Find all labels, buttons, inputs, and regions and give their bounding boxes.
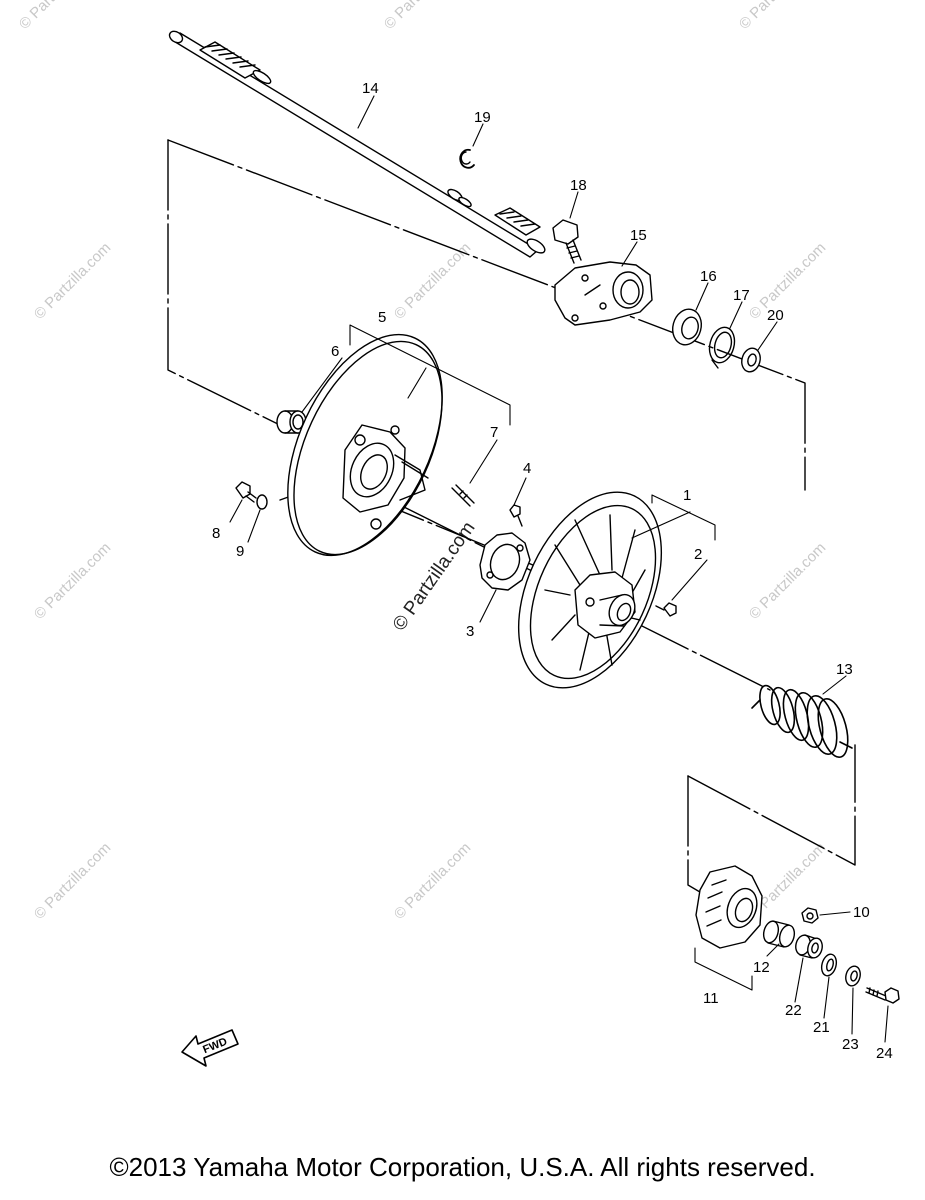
label-1: 1	[683, 487, 691, 504]
collar-22	[795, 934, 823, 959]
bolt-4	[509, 504, 523, 527]
shaft	[168, 30, 546, 258]
washer-20	[741, 347, 761, 373]
fwd-arrow	[181, 1029, 239, 1067]
label-17: 17	[733, 287, 750, 304]
watermark: © Partzilla.com	[736, 0, 819, 33]
label-9: 9	[236, 543, 244, 560]
label-13: 13	[836, 661, 853, 678]
label-8: 8	[212, 525, 220, 542]
pin-7	[451, 484, 475, 507]
watermark: © Partzilla.com	[746, 239, 829, 322]
label-14: 14	[362, 80, 379, 97]
screw-2	[655, 602, 677, 617]
washer-9	[256, 494, 268, 510]
label-20: 20	[767, 307, 784, 324]
cam-assembly	[695, 865, 763, 949]
spring	[751, 684, 853, 758]
watermark: © Partzilla.com	[381, 0, 464, 33]
gasket	[479, 532, 531, 591]
label-22: 22	[785, 1002, 802, 1019]
label-21: 21	[813, 1019, 830, 1036]
watermark: © Partzilla.com	[31, 239, 114, 322]
nut-10	[801, 907, 819, 924]
label-4: 4	[523, 460, 531, 477]
label-11: 11	[703, 990, 719, 1007]
bushing-12	[762, 920, 796, 948]
watermark: © Partzilla.com	[16, 0, 99, 33]
snap-ring	[708, 326, 736, 369]
watermark: © Partzilla.com	[31, 839, 114, 922]
label-6: 6	[331, 343, 339, 360]
label-19: 19	[474, 109, 491, 126]
watermark: © Partzilla.com	[31, 539, 114, 622]
bearing-housing	[554, 261, 653, 326]
movable-sheave	[517, 491, 663, 689]
label-5: 5	[378, 309, 386, 326]
label-7: 7	[490, 424, 498, 441]
label-15: 15	[630, 227, 647, 244]
watermark: © Partzilla.com	[391, 839, 474, 922]
circlip	[459, 148, 475, 169]
watermark: © Partzilla.com	[746, 539, 829, 622]
label-16: 16	[700, 268, 717, 285]
bolt-18	[552, 219, 582, 264]
screw-8	[235, 481, 257, 503]
label-23: 23	[842, 1036, 859, 1053]
leader-lines	[229, 95, 889, 1043]
washer-23	[845, 965, 861, 987]
label-2: 2	[694, 546, 702, 563]
watermark: © Partzilla.com	[389, 518, 480, 635]
bearing	[671, 308, 703, 346]
assembly-lines	[167, 139, 856, 896]
copyright-notice: ©2013 Yamaha Motor Corporation, U.S.A. A…	[109, 1152, 816, 1182]
bolt-24	[865, 987, 900, 1004]
label-24: 24	[876, 1045, 893, 1062]
washer-21	[820, 953, 838, 977]
label-18: 18	[570, 177, 587, 194]
label-10: 10	[853, 904, 870, 921]
label-3: 3	[466, 623, 474, 640]
fixed-sheave	[287, 333, 443, 557]
label-12: 12	[753, 959, 770, 976]
part-number-labels: 1 2 3 4 5 6 7 8 9 10 11 12 13 14 15 16 1…	[212, 80, 893, 1062]
